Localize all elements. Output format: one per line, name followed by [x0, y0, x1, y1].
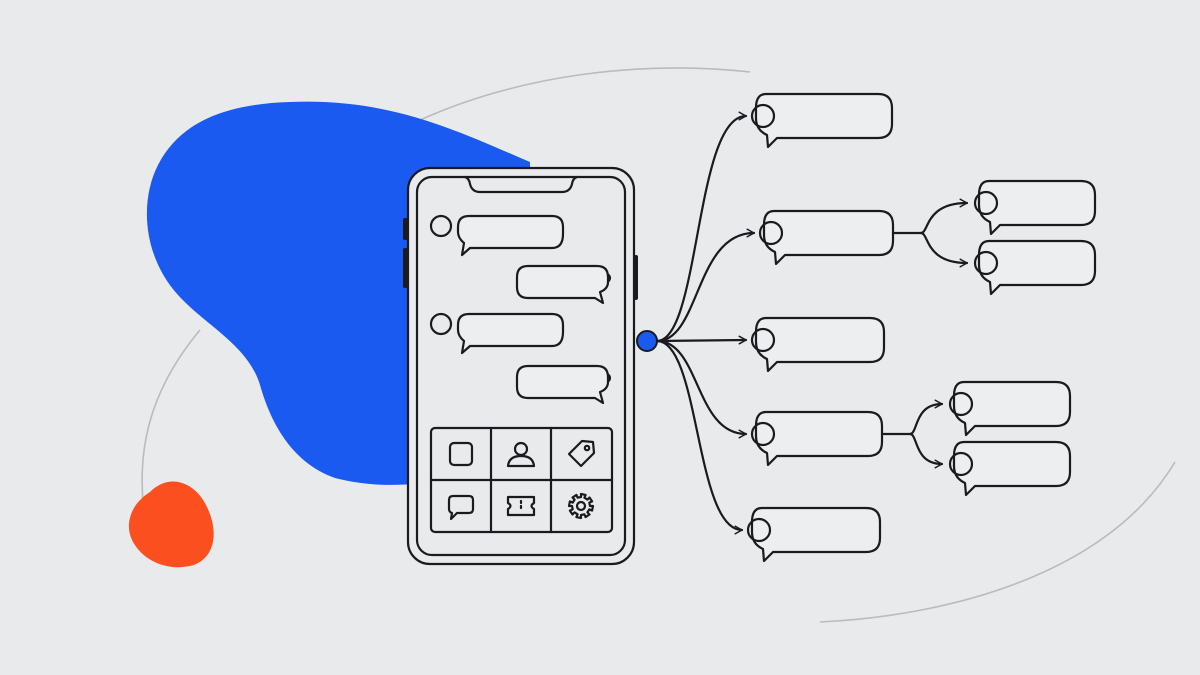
node-bubble	[977, 239, 1097, 296]
flow-arrow	[655, 339, 748, 439]
side-button-right	[634, 255, 638, 300]
child-message-node	[973, 179, 1097, 236]
chat-message-left	[429, 312, 565, 355]
flow-arrow	[655, 111, 748, 343]
flow-tree	[655, 92, 1097, 563]
message-bubble	[515, 364, 610, 405]
node-avatar	[973, 190, 999, 216]
flow-branch	[655, 339, 1072, 497]
avatar-circle	[429, 312, 453, 336]
ticket-shape	[506, 495, 536, 517]
chat-shape	[447, 494, 475, 521]
node-bubble	[952, 440, 1072, 497]
chat-message-right	[515, 264, 612, 305]
child-arrow	[908, 432, 944, 469]
node-avatar	[746, 517, 772, 543]
flow-arrow	[655, 228, 756, 343]
child-message-node	[948, 440, 1072, 497]
flow-branch	[655, 179, 1097, 343]
menu-grid	[429, 426, 614, 534]
node-avatar	[948, 391, 974, 417]
phone-screen	[415, 175, 627, 557]
message-node	[750, 316, 886, 373]
chat-thread	[429, 214, 612, 405]
child-arrow	[908, 399, 944, 436]
child-arrow	[919, 198, 969, 235]
gear-outline	[567, 492, 595, 520]
tag-hole	[583, 444, 591, 452]
message-node	[750, 92, 894, 149]
node-bubble	[754, 410, 884, 467]
chat-icon	[447, 494, 475, 521]
flow-arrow	[655, 335, 748, 345]
tag-icon	[567, 439, 596, 468]
orbit-arc-left	[141, 329, 201, 521]
child-message-node	[973, 239, 1097, 296]
node-avatar	[750, 103, 776, 129]
node-avatar	[750, 421, 776, 447]
node-avatar	[973, 250, 999, 276]
chat-message-left	[429, 214, 565, 257]
menu-icons	[447, 439, 596, 521]
node-avatar	[758, 220, 784, 246]
flow-branch	[655, 92, 894, 343]
orbit-arc-top	[419, 67, 751, 121]
node-avatar	[948, 451, 974, 477]
avatar-circle	[429, 214, 453, 238]
message-node	[750, 410, 884, 467]
flow-arrow	[655, 339, 744, 535]
node-bubble	[762, 209, 895, 266]
child-message-node	[948, 380, 1072, 437]
chat-message-right	[515, 364, 612, 405]
message-node	[758, 209, 895, 266]
gear-hub	[575, 500, 587, 512]
user-body	[506, 454, 536, 468]
child-arrow	[919, 231, 969, 268]
node-avatar	[750, 327, 776, 353]
side-button-left-1	[403, 218, 408, 240]
ticket-icon	[506, 495, 536, 517]
phone-notch	[463, 175, 579, 194]
square-shape	[448, 441, 474, 467]
message-bubble	[456, 214, 565, 257]
user-icon	[506, 441, 536, 468]
node-bubble	[952, 380, 1072, 437]
phone-device	[403, 166, 638, 566]
message-bubble	[456, 312, 565, 355]
node-bubble	[754, 92, 894, 149]
gear-icon	[567, 492, 595, 520]
flow-branch	[655, 339, 882, 563]
node-bubble	[754, 316, 886, 373]
message-node	[746, 506, 882, 563]
tag-shape	[567, 439, 596, 468]
orbit-arc-bottom-right	[819, 461, 1176, 623]
square-icon	[448, 441, 474, 467]
node-bubble	[977, 179, 1097, 236]
orange-blob	[128, 481, 214, 568]
side-button-left-2	[403, 248, 408, 288]
message-bubble	[515, 264, 610, 305]
node-bubble	[750, 506, 882, 563]
connector-node	[636, 330, 658, 352]
flow-branch	[655, 316, 886, 373]
